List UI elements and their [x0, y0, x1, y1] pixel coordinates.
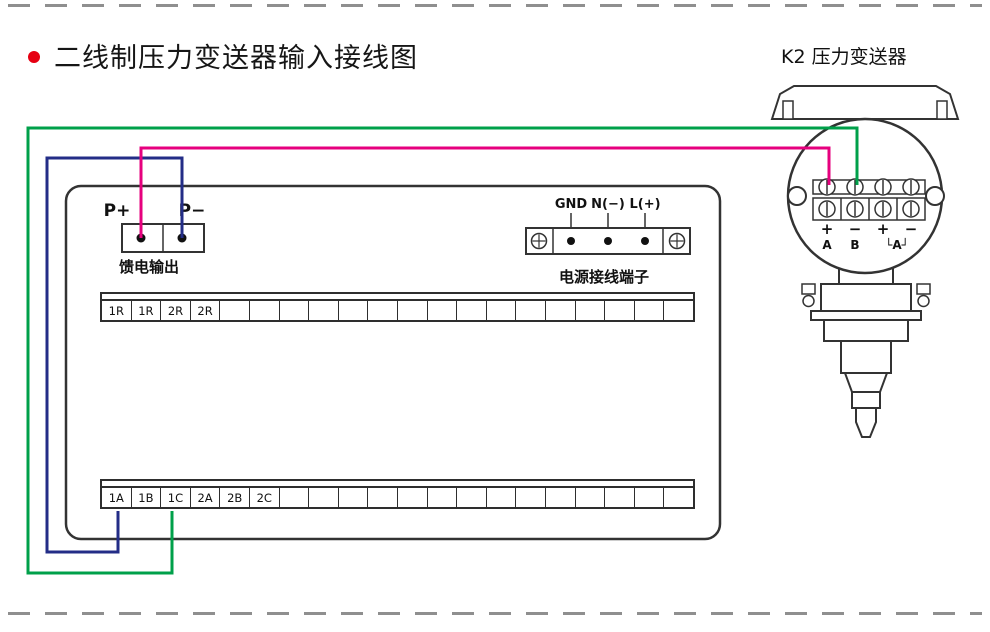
bullet-icon — [28, 51, 40, 63]
transmitter-label: K2 压力变送器 — [781, 46, 907, 68]
transmitter-head — [786, 117, 944, 275]
terminal-cell — [309, 301, 339, 320]
terminal-cell — [664, 301, 693, 320]
bottom-strip-rail — [102, 481, 693, 488]
terminal-polarity-labels: + − + − A B └A┘ — [821, 220, 918, 252]
process-connection-tip — [855, 407, 877, 438]
terminal-cell: 1R — [102, 301, 132, 320]
terminal-cell — [368, 301, 398, 320]
ground-screw-left-icon — [530, 232, 548, 250]
terminal-cell — [339, 301, 369, 320]
page-title: 二线制压力变送器输入接线图 — [28, 36, 418, 75]
terminal-cell — [398, 301, 428, 320]
sign-4: − — [905, 220, 918, 238]
wires — [26, 126, 859, 575]
terminal-cell — [605, 301, 635, 320]
feed-output-terminal: P+ P− 馈电输出 — [104, 201, 206, 276]
terminal-cell — [428, 488, 458, 507]
wire-loop-green — [26, 126, 859, 575]
sign-1: + — [821, 220, 834, 238]
power-dot-gnd — [567, 237, 575, 245]
pressure-transmitter: + − + − A B └A┘ — [770, 85, 960, 438]
terminal-cell — [576, 488, 606, 507]
letter-a-jumper: └A┘ — [885, 237, 909, 252]
terminal-cell: 2B — [220, 488, 250, 507]
transmitter-terminals — [812, 178, 926, 221]
terminal-cell: 2R — [161, 301, 191, 320]
terminal-cell — [280, 488, 310, 507]
terminal-cell — [635, 301, 665, 320]
terminal-cell: 1C — [161, 488, 191, 507]
transmitter-body — [801, 263, 931, 438]
sign-2: − — [849, 220, 862, 238]
power-terminal-caption: 电源接线端子 — [559, 268, 649, 286]
power-dot-n — [604, 237, 612, 245]
terminal-cell: 2C — [250, 488, 280, 507]
terminal-cell — [546, 301, 576, 320]
power-terminal-block: GND N(−) L(+) 电源接线端子 — [525, 197, 691, 286]
terminal-cell — [250, 301, 280, 320]
terminal-cell: 1A — [102, 488, 132, 507]
terminal-cell — [546, 488, 576, 507]
head-screw-left-icon — [787, 186, 807, 206]
terminal-cell — [220, 301, 250, 320]
terminal-cell — [309, 488, 339, 507]
ground-screw-right-icon — [668, 232, 686, 250]
p-plus-label: P+ — [104, 201, 131, 221]
terminal-cell — [339, 488, 369, 507]
top-strip-rail — [102, 294, 693, 301]
bottom-dashed-border — [8, 612, 982, 615]
cap-tab-right — [936, 100, 948, 120]
terminal-cell: 1B — [132, 488, 162, 507]
instrument-panel-outline — [64, 184, 722, 541]
terminal-cell — [635, 488, 665, 507]
terminal-cell — [487, 488, 517, 507]
l-label: L(+) — [629, 197, 660, 212]
head-screw-right-icon — [925, 186, 945, 206]
power-dot-l — [641, 237, 649, 245]
terminal-cell — [576, 301, 606, 320]
terminal-cell — [516, 301, 546, 320]
terminal-cell: 2R — [191, 301, 221, 320]
letter-b: B — [850, 238, 859, 252]
gnd-label: GND — [555, 197, 588, 212]
terminal-cell — [457, 301, 487, 320]
transmitter-cap — [770, 85, 960, 120]
terminal-cell — [605, 488, 635, 507]
letter-a: A — [822, 238, 832, 252]
cap-tab-left — [782, 100, 794, 120]
feed-output-caption: 馈电输出 — [118, 258, 179, 276]
wire-positive-magenta — [139, 146, 831, 238]
terminal-cell — [280, 301, 310, 320]
sign-3: + — [877, 220, 890, 238]
top-dashed-border — [8, 4, 982, 7]
terminal-cell — [368, 488, 398, 507]
terminal-cell — [428, 301, 458, 320]
terminal-cell — [516, 488, 546, 507]
p-minus-label: P− — [179, 201, 206, 221]
terminal-cell — [664, 488, 693, 507]
terminal-cell: 2A — [191, 488, 221, 507]
terminal-cell: 1R — [132, 301, 162, 320]
wire-negative-blue — [45, 156, 184, 554]
terminal-cell — [487, 301, 517, 320]
terminal-cell — [457, 488, 487, 507]
n-label: N(−) — [591, 197, 625, 212]
page-title-text: 二线制压力变送器输入接线图 — [54, 43, 418, 74]
terminal-cell — [398, 488, 428, 507]
